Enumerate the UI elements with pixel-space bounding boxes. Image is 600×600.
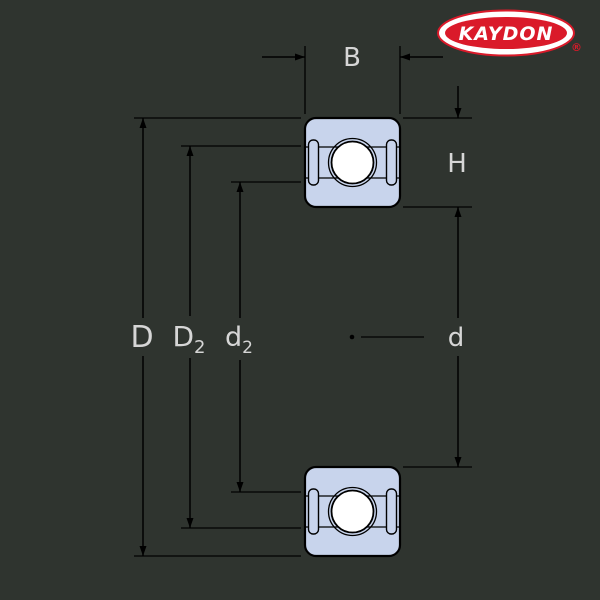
dimension-d2: d2 [225,181,301,493]
label-d2-sub: 2 [242,338,253,358]
kaydon-logo: KAYDON ® [437,9,582,57]
logo-oval-inner [445,17,567,49]
logo-registered-mark: ® [571,41,582,54]
label-d2: d2 [225,322,253,358]
label-D: D [130,320,153,355]
dimension-D2: D2 [172,145,301,529]
logo-text: KAYDON [459,23,554,45]
label-d: d [448,323,465,353]
label-d2-main: d [225,322,242,353]
dimension-D: D [130,117,301,557]
bearing-section-top [303,116,402,209]
label-H: H [447,149,467,179]
dimension-H: H [403,86,472,208]
label-D2-sub: 2 [194,337,205,358]
label-B: B [343,43,361,73]
dimension-B: B [262,43,443,114]
dimension-d: d [403,207,472,468]
centerline [349,334,424,340]
label-D2: D2 [172,320,205,358]
centerline-dot [349,334,355,340]
bearing-section-bottom [303,465,402,558]
label-D2-main: D [172,320,194,353]
